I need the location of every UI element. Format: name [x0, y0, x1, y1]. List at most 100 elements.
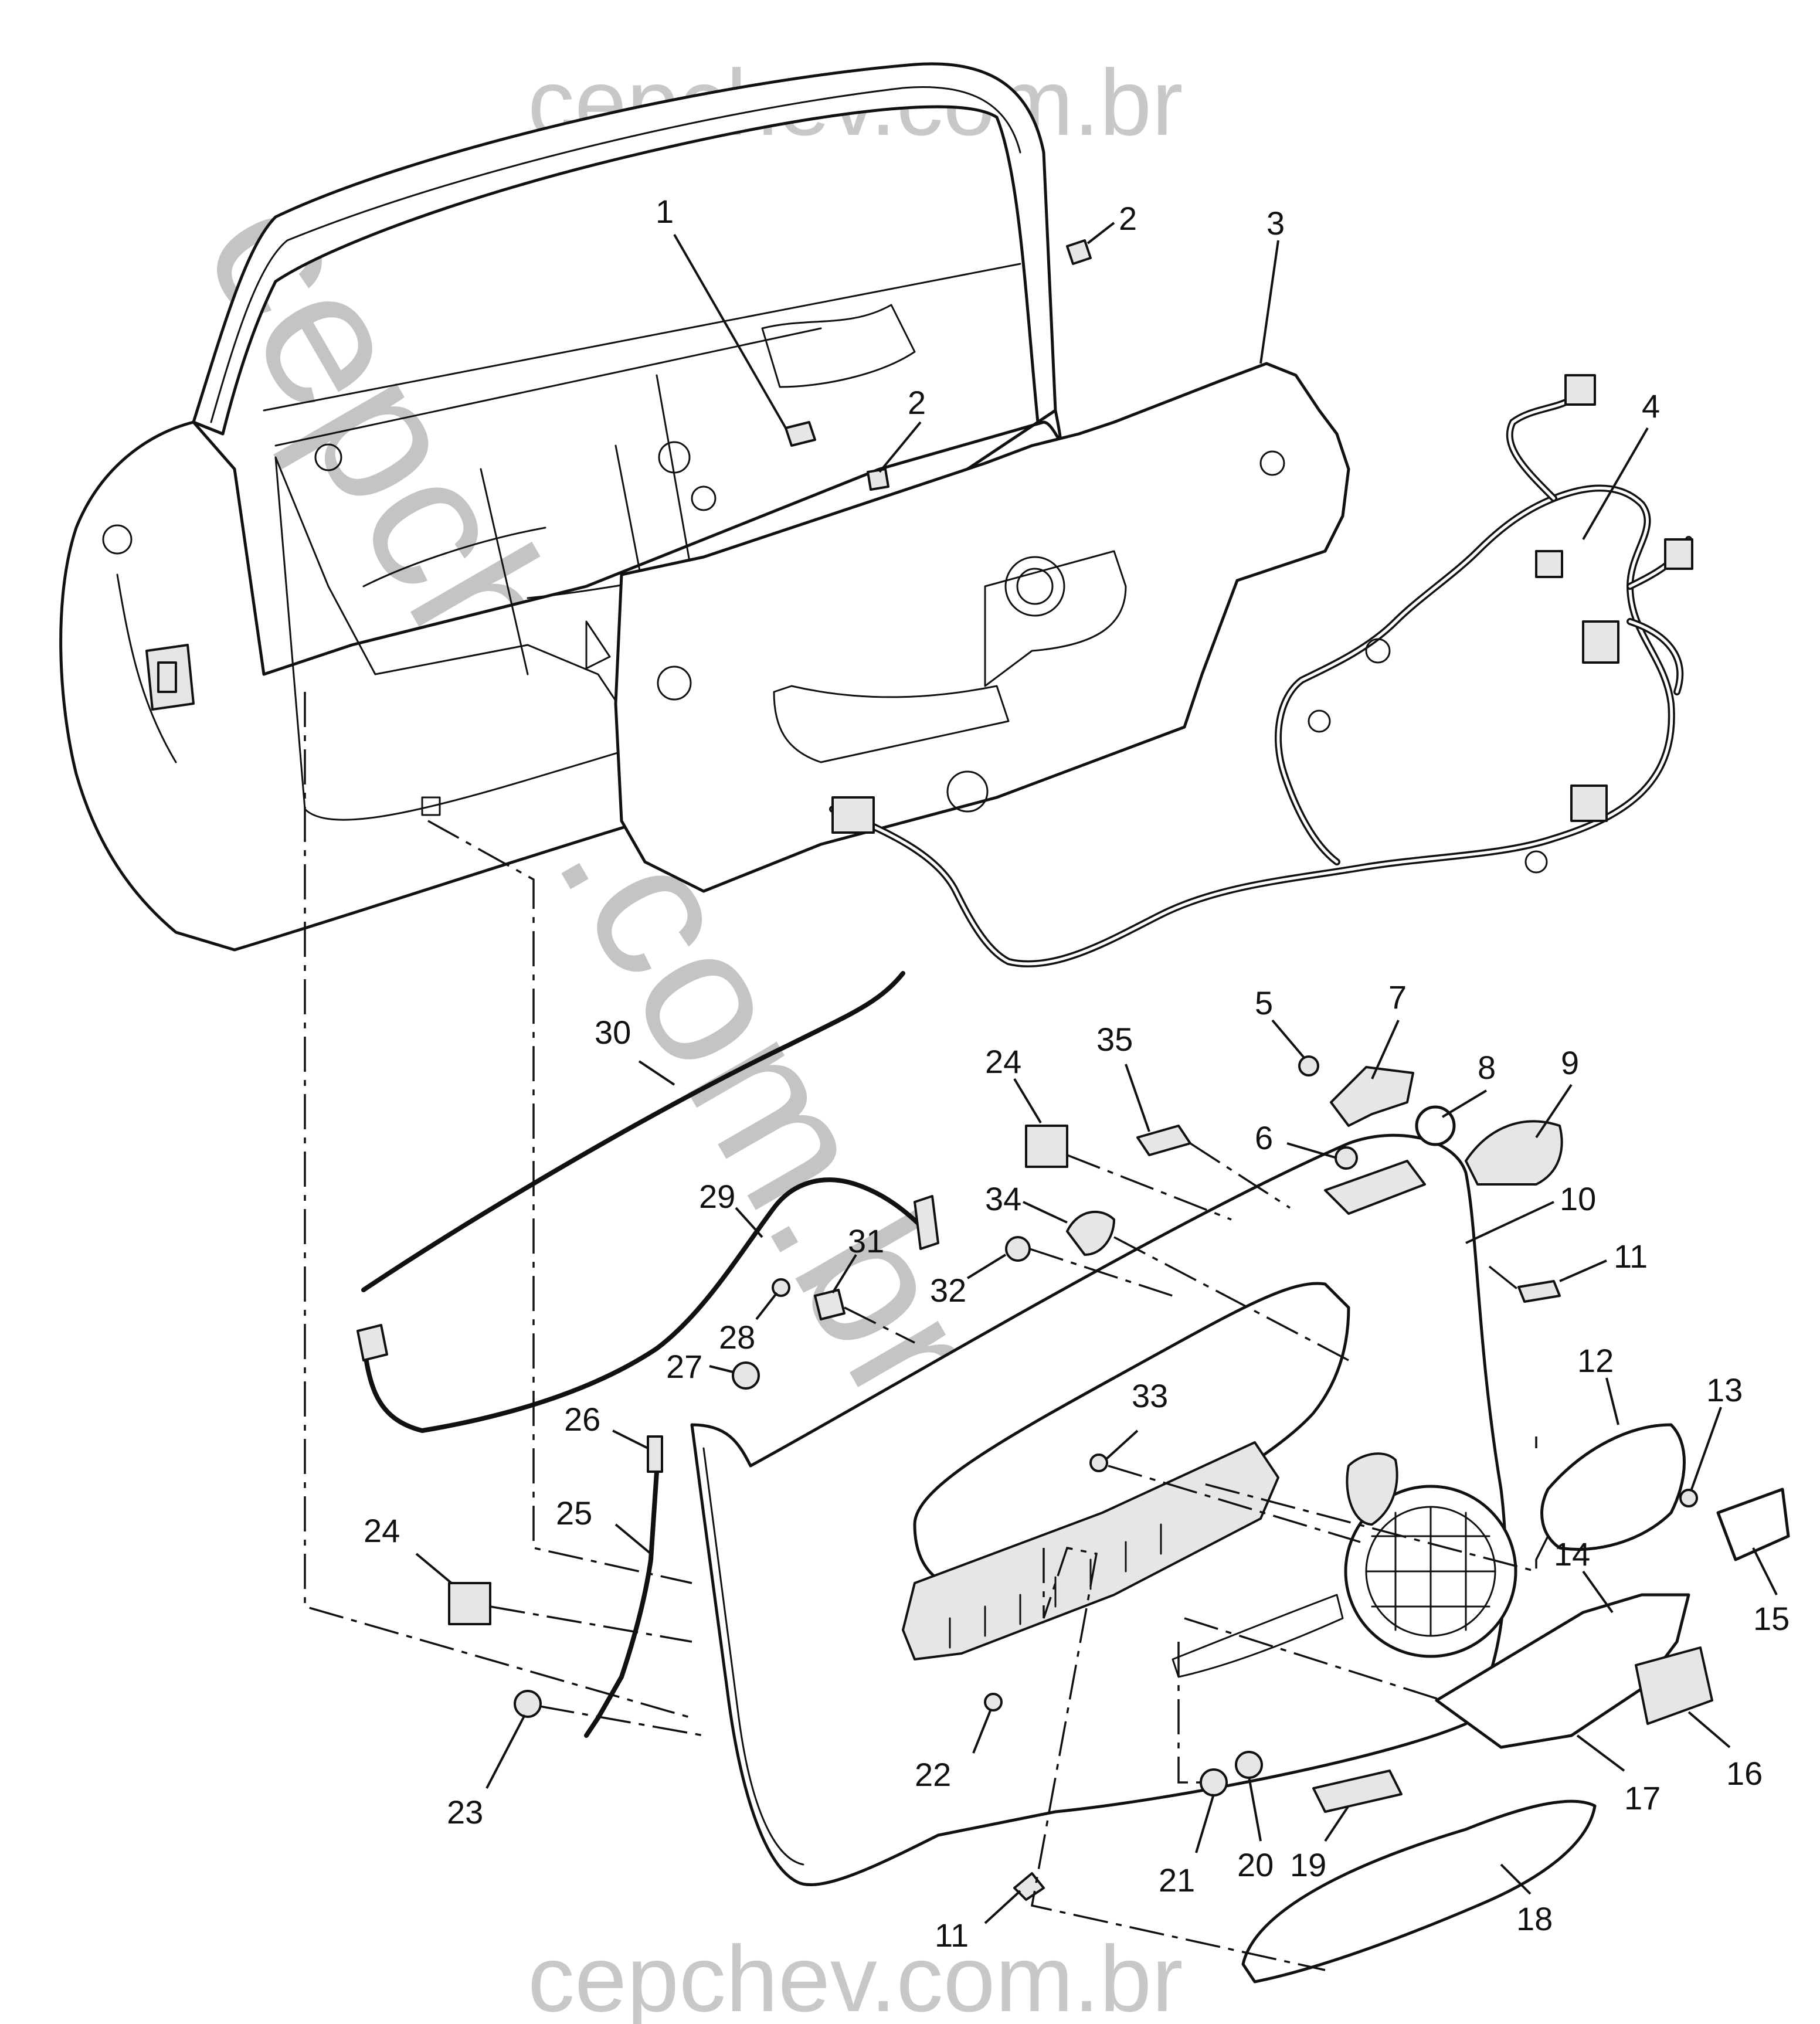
align-screw33	[1108, 1465, 1361, 1543]
callout-8: 8	[1478, 1049, 1496, 1086]
callout-24b: 24	[364, 1512, 400, 1549]
leader-13	[1690, 1407, 1722, 1490]
leader-11b	[984, 1890, 1021, 1924]
door-hinge	[145, 644, 195, 711]
callout-11b: 11	[935, 1917, 969, 1954]
part-33-screw	[1089, 1454, 1108, 1472]
leader-14	[1582, 1570, 1614, 1614]
part-35-clip	[1136, 1125, 1191, 1156]
leader-21	[1195, 1794, 1215, 1853]
callout-2a: 2	[1119, 200, 1137, 237]
harness-connector-mid	[1535, 550, 1563, 578]
leader-20	[1248, 1776, 1262, 1842]
leader-12	[1605, 1377, 1619, 1425]
part-2-clip-lower	[867, 468, 889, 491]
leader-30	[638, 1060, 675, 1086]
trim-armrest-pocket	[902, 1441, 1279, 1660]
leader-23	[485, 1714, 526, 1789]
leader-18	[1500, 1863, 1532, 1895]
callout-9: 9	[1561, 1044, 1579, 1081]
door-hole-4	[102, 524, 133, 555]
leader-9	[1535, 1084, 1573, 1139]
alignment-lines	[304, 692, 1549, 1971]
align-fastener21	[1177, 1642, 1208, 1784]
callout-6: 6	[1255, 1119, 1273, 1156]
leader-15	[1752, 1547, 1778, 1595]
leader-24a	[1013, 1078, 1042, 1124]
callout-26: 26	[564, 1401, 600, 1438]
harness-connector-low	[1570, 785, 1608, 822]
leader-11a	[1559, 1259, 1607, 1282]
callout-14: 14	[1554, 1536, 1590, 1573]
align-center-vertical	[427, 820, 692, 1584]
align-left-vertical	[304, 692, 692, 1719]
harness-connector-top	[1564, 374, 1596, 406]
callout-25: 25	[556, 1495, 592, 1531]
callout-27: 27	[666, 1348, 702, 1385]
leader-6	[1286, 1142, 1337, 1159]
align-retainer23	[539, 1705, 704, 1737]
fasteners	[448, 1055, 1790, 1984]
align-retainer32	[1029, 1248, 1173, 1297]
trim-panel-inner-edge	[702, 1447, 804, 1866]
align-clip31	[844, 1306, 915, 1344]
part-11-screw-upper	[1517, 1280, 1561, 1303]
door-hole-3	[314, 443, 342, 471]
part-29-cable-clip	[356, 1324, 388, 1361]
align-bezel17	[1184, 1617, 1443, 1702]
part-31-clip	[814, 1289, 846, 1320]
leader-31	[831, 1254, 857, 1294]
leader-2b	[878, 421, 922, 473]
leader-32	[966, 1254, 1007, 1279]
callout-24a: 24	[985, 1043, 1021, 1080]
trim-speaker-mesh	[1365, 1506, 1496, 1637]
callout-28: 28	[719, 1319, 755, 1356]
leader-16	[1687, 1711, 1731, 1748]
part-29-release-cable	[361, 1177, 935, 1433]
part-24-pad-lower	[448, 1582, 491, 1625]
part-9-cover	[1465, 1120, 1563, 1186]
part-27-plug	[732, 1361, 760, 1390]
callout-35: 35	[1096, 1021, 1133, 1058]
leader-29	[735, 1207, 763, 1238]
align-screw11	[1488, 1265, 1520, 1291]
callout-12: 12	[1577, 1342, 1614, 1379]
deflector-emboss	[773, 550, 1127, 763]
part-7-bracket	[1330, 1066, 1414, 1127]
callout-30: 30	[595, 1014, 631, 1051]
deflector-hole-c	[1259, 450, 1285, 476]
callout-17: 17	[1624, 1780, 1661, 1816]
leader-2a	[1086, 222, 1115, 244]
door-hole-1	[658, 441, 691, 474]
clip-mount	[421, 796, 441, 816]
part-16-window-switch	[1635, 1646, 1713, 1725]
harness-grommet-c	[1524, 850, 1548, 874]
callout-1: 1	[656, 193, 674, 230]
part-17-switch-bezel	[1435, 1593, 1690, 1749]
harness-connector-switch	[1582, 620, 1619, 664]
align-handle12	[1201, 1437, 1549, 1573]
align-pad24-lower	[490, 1605, 692, 1643]
callout-20: 20	[1237, 1846, 1274, 1883]
leader-35	[1125, 1064, 1150, 1132]
callout-23: 23	[447, 1794, 483, 1831]
part-23-retainer	[514, 1690, 542, 1718]
leader-1	[673, 234, 787, 429]
callout-13: 13	[1706, 1371, 1743, 1408]
leader-10	[1465, 1201, 1554, 1244]
align-switch34	[1113, 1236, 1349, 1361]
trim-armrest-cells	[949, 1523, 1162, 1649]
part-13-screw	[1679, 1489, 1698, 1507]
harness-main-wire-core	[831, 487, 1673, 966]
trim-top-cutout	[1324, 1160, 1426, 1215]
deflector-hole-b	[657, 665, 692, 701]
leader-34	[1023, 1201, 1068, 1224]
leader-7	[1371, 1020, 1400, 1079]
part-2-clip-upper	[1066, 239, 1092, 265]
callout-29: 29	[699, 1178, 735, 1215]
part-18-armrest-pad	[1241, 1799, 1597, 1984]
leader-27	[709, 1365, 734, 1373]
part-21-fastener	[1200, 1768, 1228, 1797]
leader-25	[614, 1523, 652, 1555]
